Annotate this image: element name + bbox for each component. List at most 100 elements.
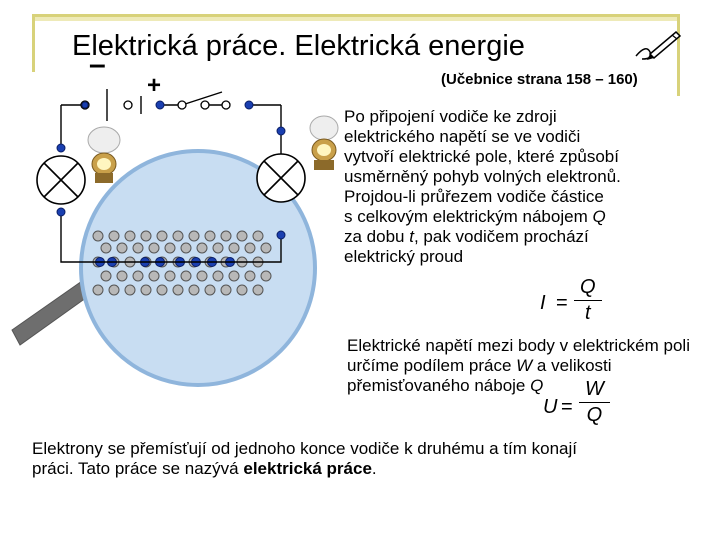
p1-text: s celkovým elektrickým nábojem <box>344 207 593 226</box>
p1-text: za dobu <box>344 227 410 246</box>
formula-denominator: Q <box>586 404 603 426</box>
lattice-ion <box>236 284 248 296</box>
lattice-ion <box>212 270 224 282</box>
p1-text: , pak vodičem prochází <box>413 227 589 246</box>
p3-line: Elektrony se přemísťují od jednoho konce… <box>32 439 577 458</box>
lattice-ion <box>132 242 144 254</box>
lattice-ion <box>252 230 264 242</box>
formula-denominator: t <box>585 302 591 324</box>
p1-line: Po připojení vodiče ke zdroji <box>344 107 557 126</box>
lattice-ion <box>172 284 184 296</box>
lattice-ion <box>100 242 112 254</box>
time-symbol: t <box>409 227 414 246</box>
lattice-ion <box>148 242 160 254</box>
lattice-ion <box>204 230 216 242</box>
p3-line: práci. Tato práce se nazývá elektrická p… <box>32 459 702 479</box>
p3-text: . <box>371 459 377 478</box>
lattice-ion <box>132 270 144 282</box>
work-symbol: W <box>516 356 533 375</box>
battery-minus-sign: – <box>89 48 106 81</box>
bulb-left-icon <box>87 126 121 183</box>
lattice-ion <box>124 284 136 296</box>
lattice-ion <box>164 242 176 254</box>
lattice-ion <box>260 242 272 254</box>
magnifier-lens <box>79 149 317 387</box>
lattice-ion <box>212 242 224 254</box>
paragraph-current: Po připojení vodiče ke zdroji elektrické… <box>344 107 689 267</box>
blue-terminals <box>56 100 286 240</box>
lattice-ion <box>180 242 192 254</box>
title-frame-top <box>32 14 680 17</box>
formula-fraction: Q t <box>574 276 602 325</box>
lattice-ion <box>260 270 272 282</box>
lattice-ion <box>100 270 112 282</box>
formula-eq: = <box>556 292 568 314</box>
lattice-ion <box>156 230 168 242</box>
lattice-ion <box>156 284 168 296</box>
lamp-left-icon <box>36 155 86 205</box>
lattice-ion <box>92 284 104 296</box>
lattice-ion <box>116 270 128 282</box>
lattice-ion <box>92 230 104 242</box>
lattice-ion <box>244 270 256 282</box>
paragraph-work: Elektrony se přemísťují od jednoho konce… <box>32 439 702 479</box>
p1-line: Projdou-li průřezem vodiče částice <box>344 187 604 206</box>
p1-line: elektrický proud <box>344 247 464 266</box>
p1-line: elektrického napětí se ve vodiči <box>344 127 581 146</box>
formula-fraction: W Q <box>579 378 610 427</box>
formula-lhs: U <box>543 396 558 418</box>
p1-line: usměrněný pohyb volných elektronů. <box>344 167 621 186</box>
bulb-right-icon <box>309 115 339 170</box>
lattice-ion <box>140 284 152 296</box>
p1-line: vytvoří elektrické pole, které způsobí <box>344 147 619 166</box>
p1-line: za dobu t, pak vodičem prochází <box>344 227 689 247</box>
lattice-ion <box>124 230 136 242</box>
lattice-ion <box>196 270 208 282</box>
formula-lhs: I <box>540 292 546 314</box>
term-electric-work: elektrická práce <box>243 459 372 478</box>
formula-numerator: Q <box>574 276 602 301</box>
textbook-reference: (Učebnice strana 158 – 160) <box>441 71 638 88</box>
charge-symbol: Q <box>592 207 606 226</box>
lattice-ion <box>180 270 192 282</box>
p2-line: přemisťovaného náboje Q <box>347 376 692 396</box>
formula-numerator: W <box>579 378 610 403</box>
lattice-ion <box>116 242 128 254</box>
lattice-ion <box>148 270 160 282</box>
lattice-ion <box>196 242 208 254</box>
page-title: Elektrická práce. Elektrická energie <box>72 30 525 62</box>
p2-text: přemisťovaného náboje <box>347 376 531 395</box>
title-frame-right <box>677 14 680 96</box>
lattice-ion <box>244 242 256 254</box>
charge-symbol: Q <box>530 376 544 395</box>
title-frame-shadow <box>35 17 677 21</box>
lattice-ion <box>108 284 120 296</box>
title-frame-left <box>32 14 35 72</box>
lattice-ion <box>252 284 264 296</box>
battery-plus-sign: + <box>147 72 162 99</box>
p2-text: a velikosti <box>532 356 612 375</box>
lattice-ion <box>220 230 232 242</box>
lattice-ion <box>204 284 216 296</box>
p1-line: s celkovým elektrickým nábojem Q <box>344 207 689 227</box>
p3-text: práci. Tato práce se nazývá <box>32 459 244 478</box>
lattice-ion <box>140 230 152 242</box>
lattice-ion <box>188 284 200 296</box>
lamp-right-icon <box>256 153 306 203</box>
lattice-ion <box>220 284 232 296</box>
formula-eq: = <box>561 396 573 418</box>
lattice-ion <box>228 242 240 254</box>
lattice-ion <box>164 270 176 282</box>
lattice-ion <box>108 230 120 242</box>
lattice-ion <box>228 270 240 282</box>
lattice-ion <box>236 230 248 242</box>
p2-line: určíme podílem práce W a velikosti <box>347 356 692 376</box>
lattice-ion <box>172 230 184 242</box>
pen-icon <box>635 30 682 60</box>
ion-lattice <box>92 230 272 296</box>
p2-line: Elektrické napětí mezi body v elektrické… <box>347 336 690 355</box>
lattice-ion <box>188 230 200 242</box>
p2-text: určíme podílem práce <box>347 356 517 375</box>
paragraph-voltage: Elektrické napětí mezi body v elektrické… <box>347 336 692 396</box>
